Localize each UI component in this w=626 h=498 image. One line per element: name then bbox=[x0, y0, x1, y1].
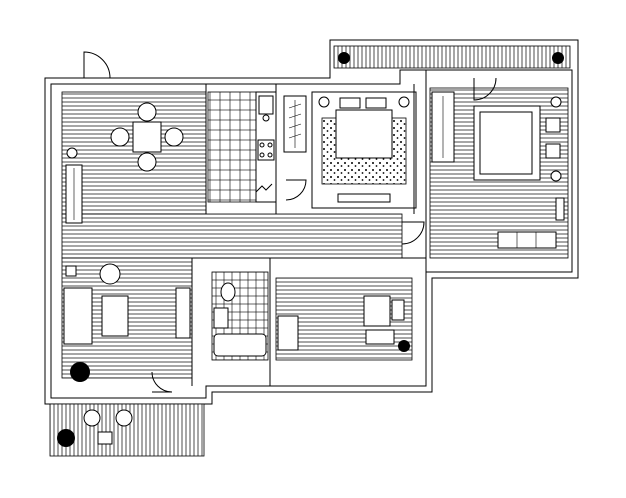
bedroom-2 bbox=[429, 87, 569, 259]
sideboard bbox=[65, 147, 83, 224]
kitchen bbox=[207, 91, 277, 203]
bedroom-1 bbox=[311, 91, 417, 209]
balcony-top bbox=[333, 45, 571, 69]
living-sofa bbox=[63, 263, 191, 382]
hallway-wardrobe bbox=[283, 95, 307, 153]
dining-table bbox=[110, 102, 184, 172]
balcony-bottom bbox=[49, 403, 205, 457]
bathroom bbox=[211, 271, 269, 361]
doors bbox=[83, 51, 497, 393]
interior-walls bbox=[191, 70, 427, 386]
study bbox=[275, 277, 413, 361]
